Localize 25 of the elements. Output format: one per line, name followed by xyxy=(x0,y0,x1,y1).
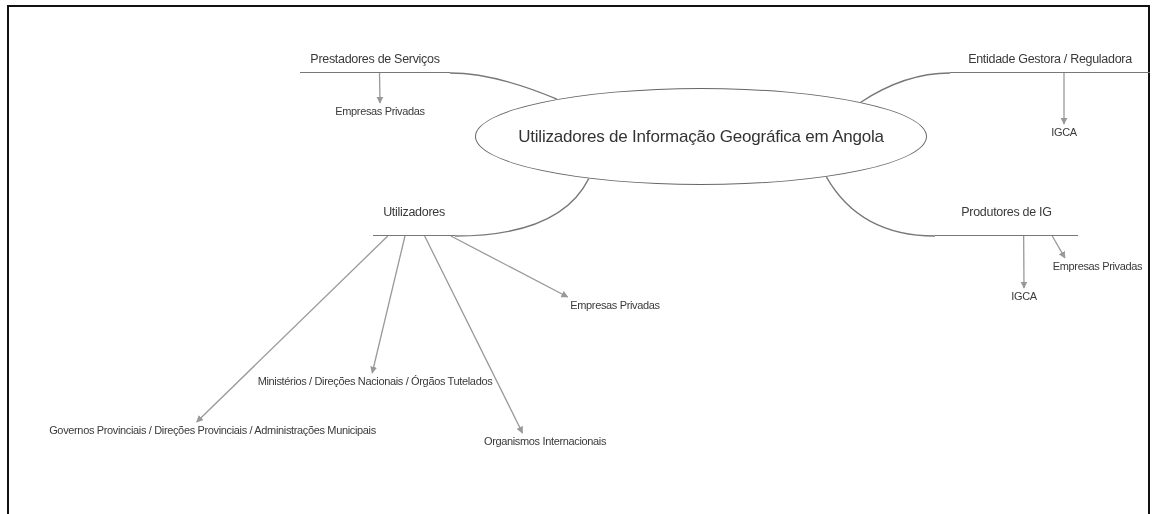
leaf-label: IGCA xyxy=(1044,124,1084,140)
arrow xyxy=(370,235,406,374)
arrow xyxy=(1051,235,1066,259)
leaf-label: Ministérios / Direções Nacionais / Órgãos Tutelados xyxy=(235,373,515,389)
branch-label: Produtores de IG xyxy=(935,205,1078,236)
connector-curve xyxy=(860,72,951,103)
leaf-label: Empresas Privadas xyxy=(560,297,670,313)
topic-title: Utilizadores de Informação Geográfica em Angola xyxy=(518,126,884,147)
connector-curve xyxy=(825,176,936,237)
branch-label: Utilizadores xyxy=(373,205,455,236)
arrow xyxy=(1020,235,1028,289)
arrow xyxy=(196,235,389,423)
leaf-label: Organismos Internacionais xyxy=(470,433,620,449)
arrow xyxy=(424,235,524,434)
arrow xyxy=(450,235,569,298)
leaf-label: Governos Provinciais / Direções Provinciais / Administrações Municipais xyxy=(15,422,410,438)
branch-label: Entidade Gestora / Reguladora xyxy=(950,52,1150,73)
leaf-label: IGCA xyxy=(1004,288,1044,304)
leaf-label: Empresas Privadas xyxy=(330,103,430,119)
leaf-label: Empresas Privadas xyxy=(1045,258,1150,274)
connector-curve xyxy=(449,72,558,100)
branch-label: Prestadores de Serviços xyxy=(300,52,450,73)
arrow xyxy=(1060,72,1068,125)
connector-curve xyxy=(454,177,590,237)
arrow xyxy=(376,72,384,104)
